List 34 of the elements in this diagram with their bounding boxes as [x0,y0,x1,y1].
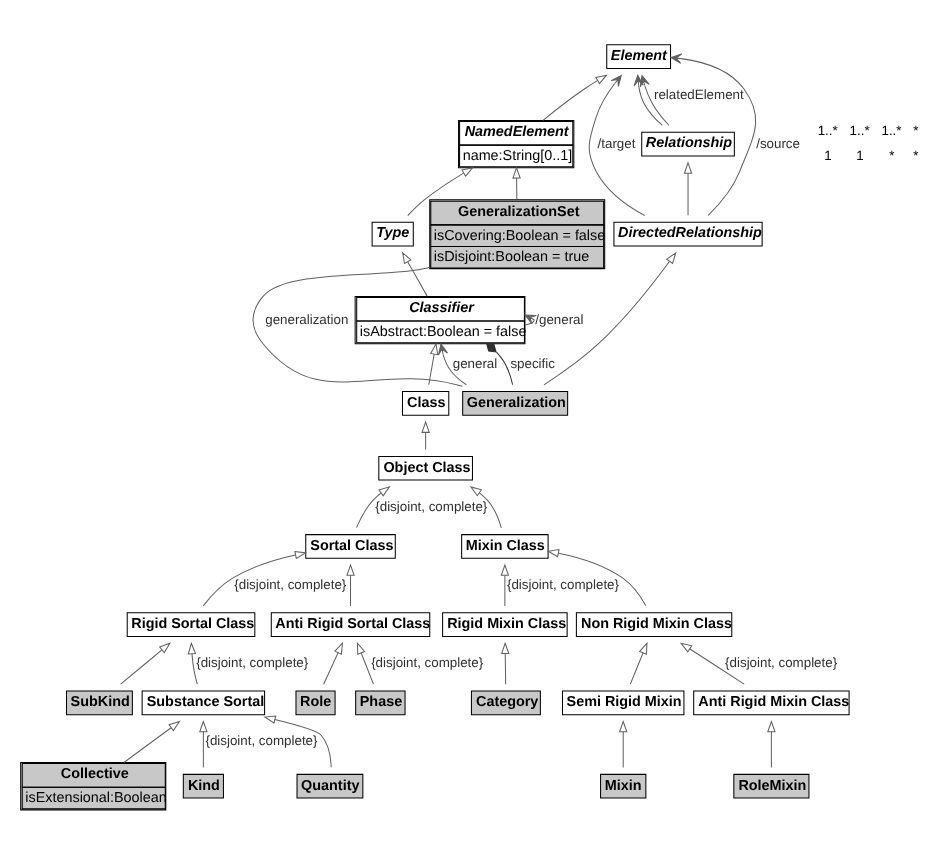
arrow [202,550,308,607]
arrow [767,719,776,769]
arrow [546,548,647,607]
arrow [323,641,344,685]
arrow [512,166,521,200]
arrow [543,251,677,386]
arrow [437,343,467,386]
arrow [629,641,648,685]
arrow [407,167,474,217]
arrow [356,485,391,529]
arrow [679,642,745,685]
arrow [263,715,332,768]
connector [486,343,514,386]
arrow [346,563,355,607]
arrow [639,75,670,126]
arrow [500,563,510,607]
arrow [120,642,172,685]
arrow [356,641,374,685]
arrow [428,342,439,386]
arrow [123,720,181,764]
arrow [524,314,537,326]
connector [252,266,463,387]
arrow [542,74,608,121]
arrow [633,74,663,126]
arrow [500,641,510,685]
arrow [469,486,502,529]
arrow [199,719,208,769]
arrow [588,75,646,217]
arrow [421,420,430,450]
arrow [401,251,428,297]
arrow [187,641,198,685]
arrow [683,161,693,216]
arrow [618,719,628,769]
arrow [670,53,757,216]
